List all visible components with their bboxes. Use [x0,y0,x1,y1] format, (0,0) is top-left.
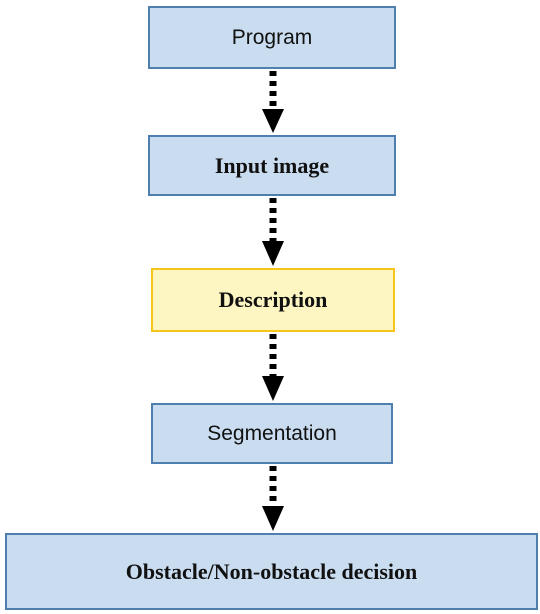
step-input-image: Input image [148,135,396,196]
arrow-program-to-input [262,71,284,133]
step-program-label: Program [231,25,313,49]
step-description-label: Description [218,287,328,312]
step-description: Description [151,268,395,332]
step-program: Program [148,6,396,69]
arrow-segmentation-to-decision [262,466,284,531]
step-segmentation: Segmentation [151,403,393,464]
arrow-input-to-description [262,198,284,266]
step-input-image-label: Input image [214,152,330,178]
step-segmentation-label: Segmentation [207,421,337,445]
step-obstacle-decision-label: Obstacle/Non-obstacle decision [125,558,418,584]
arrow-description-to-segmentation [262,334,284,401]
step-obstacle-decision: Obstacle/Non-obstacle decision [5,533,538,610]
